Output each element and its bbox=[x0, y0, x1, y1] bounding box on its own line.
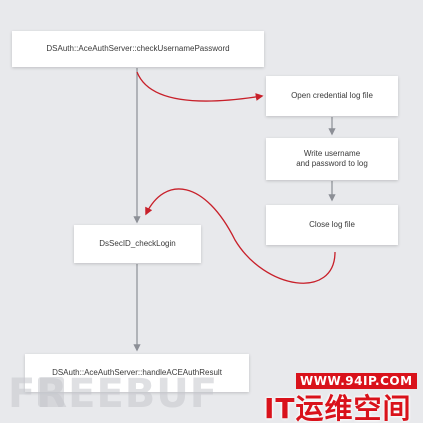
node-close-log: Close log file bbox=[266, 205, 398, 245]
node-write-credentials: Write username and password to log bbox=[266, 138, 398, 180]
freebuf-logo-icon bbox=[38, 377, 64, 407]
node-check-login: DsSecID_checkLogin bbox=[74, 225, 201, 263]
hook-arrow-into-open-log bbox=[136, 71, 264, 102]
node-open-credential-log: Open credential log file bbox=[266, 76, 398, 116]
node-check-username-password: DSAuth::AceAuthServer::checkUsernamePass… bbox=[12, 31, 264, 67]
freebuf-watermark: FREEBUF bbox=[8, 371, 219, 417]
watermark-url: WWW.94IP.COM bbox=[296, 373, 417, 389]
watermark-brand: IT运维空间 bbox=[264, 392, 412, 423]
